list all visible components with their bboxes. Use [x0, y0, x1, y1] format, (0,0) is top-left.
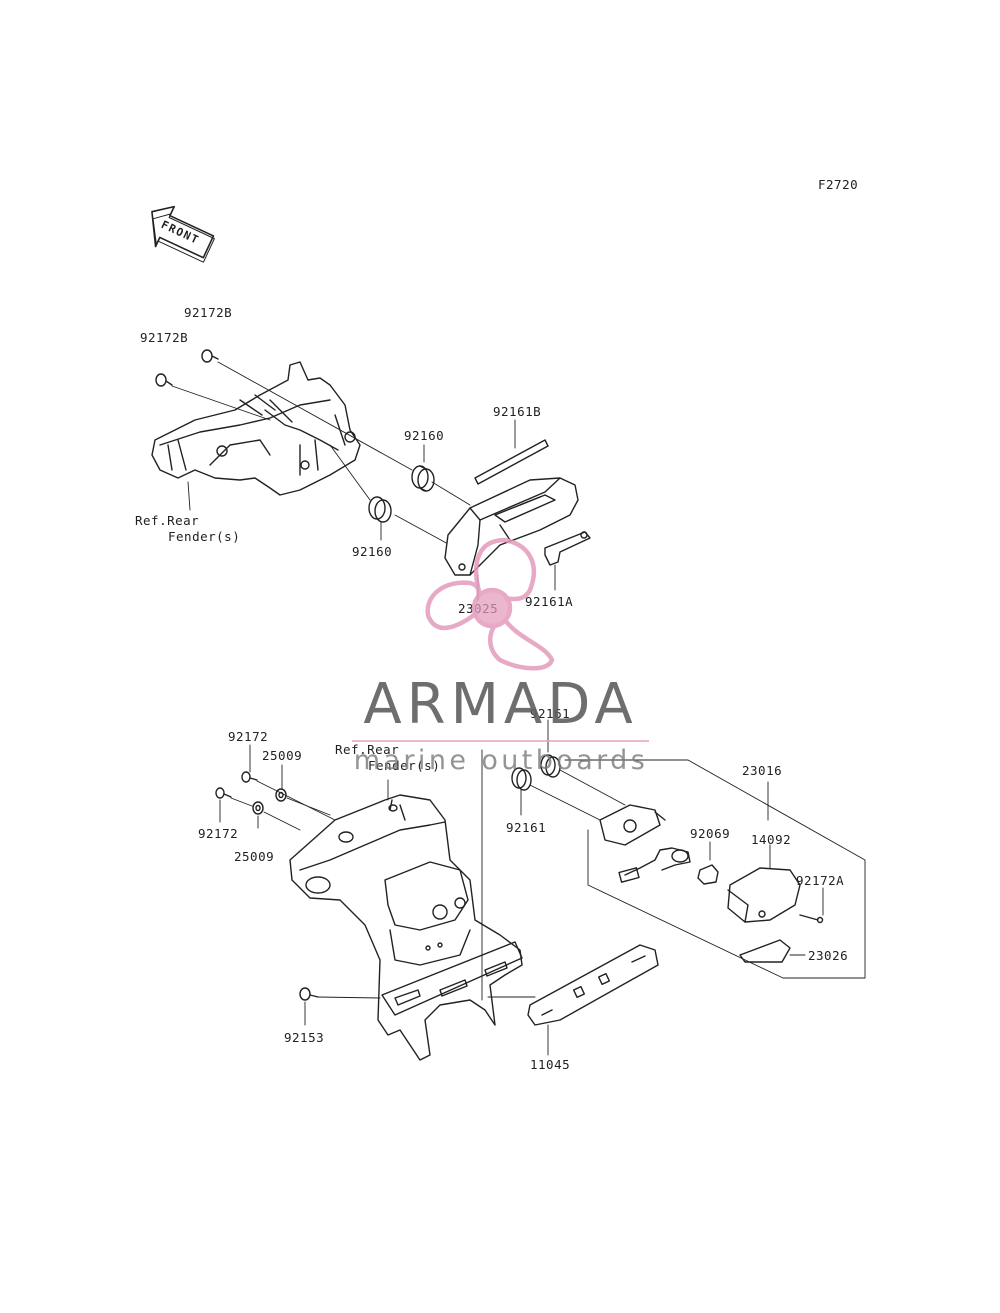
- license-bracket: [289, 794, 523, 1061]
- license-plate-holder-11045: [527, 944, 659, 1026]
- bolt-92172B-b: [155, 373, 173, 387]
- label-ref-rear-lower-2: Fender(s): [368, 758, 441, 773]
- label-ref-rear-lower-1: Ref.Rear: [335, 742, 400, 757]
- bulb-92069: [697, 864, 719, 885]
- label-92172-left: 92172: [198, 826, 239, 841]
- label-25009-top: 25009: [262, 748, 303, 763]
- bolt-92172B-a: [201, 349, 219, 363]
- bolt-92172-left: [215, 787, 232, 799]
- front-arrow-icon: [151, 205, 215, 263]
- clip-92161A: [544, 531, 591, 566]
- light-housing: [599, 804, 666, 846]
- label-92160-top: 92160: [404, 428, 445, 443]
- label-ref-rear-upper-2: Fender(s): [168, 529, 241, 544]
- socket-wire: [618, 847, 691, 883]
- bolt-92172-top: [241, 771, 258, 783]
- label-92172B-b: 92172B: [140, 330, 189, 345]
- rear-fender-bracket: [151, 361, 361, 496]
- label-92161-top: 92161: [530, 706, 571, 721]
- label-92069: 92069: [690, 826, 731, 841]
- label-25009-bottom: 25009: [234, 849, 275, 864]
- label-92153: 92153: [284, 1030, 325, 1045]
- strip-92161B: [474, 439, 549, 485]
- washer-25009-bottom: [252, 801, 264, 815]
- screw-92172A: [799, 914, 824, 924]
- grommet-92160-bottom: [368, 496, 392, 523]
- label-92161A: 92161A: [525, 594, 574, 609]
- label-23016: 23016: [742, 763, 783, 778]
- figure-code: F2720: [818, 177, 859, 192]
- label-92161B: 92161B: [493, 404, 542, 419]
- label-23026: 23026: [808, 948, 849, 963]
- label-92161-bottom: 92161: [506, 820, 547, 835]
- grommet-92161-bottom: [511, 767, 532, 791]
- lens-14092: [727, 867, 801, 923]
- label-11045: 11045: [530, 1057, 571, 1072]
- label-92172B-a: 92172B: [184, 305, 233, 320]
- reflector-23026: [739, 939, 791, 963]
- label-ref-rear-upper-1: Ref.Rear: [135, 513, 200, 528]
- label-23025: 23025: [458, 601, 499, 616]
- grommet-92160-top: [411, 465, 435, 492]
- bolt-92153: [299, 987, 319, 1001]
- label-92172A: 92172A: [796, 873, 845, 888]
- label-14092: 14092: [751, 832, 792, 847]
- label-92172-top: 92172: [228, 729, 269, 744]
- label-92160-bottom: 92160: [352, 544, 393, 559]
- grommet-92161-top: [540, 754, 561, 778]
